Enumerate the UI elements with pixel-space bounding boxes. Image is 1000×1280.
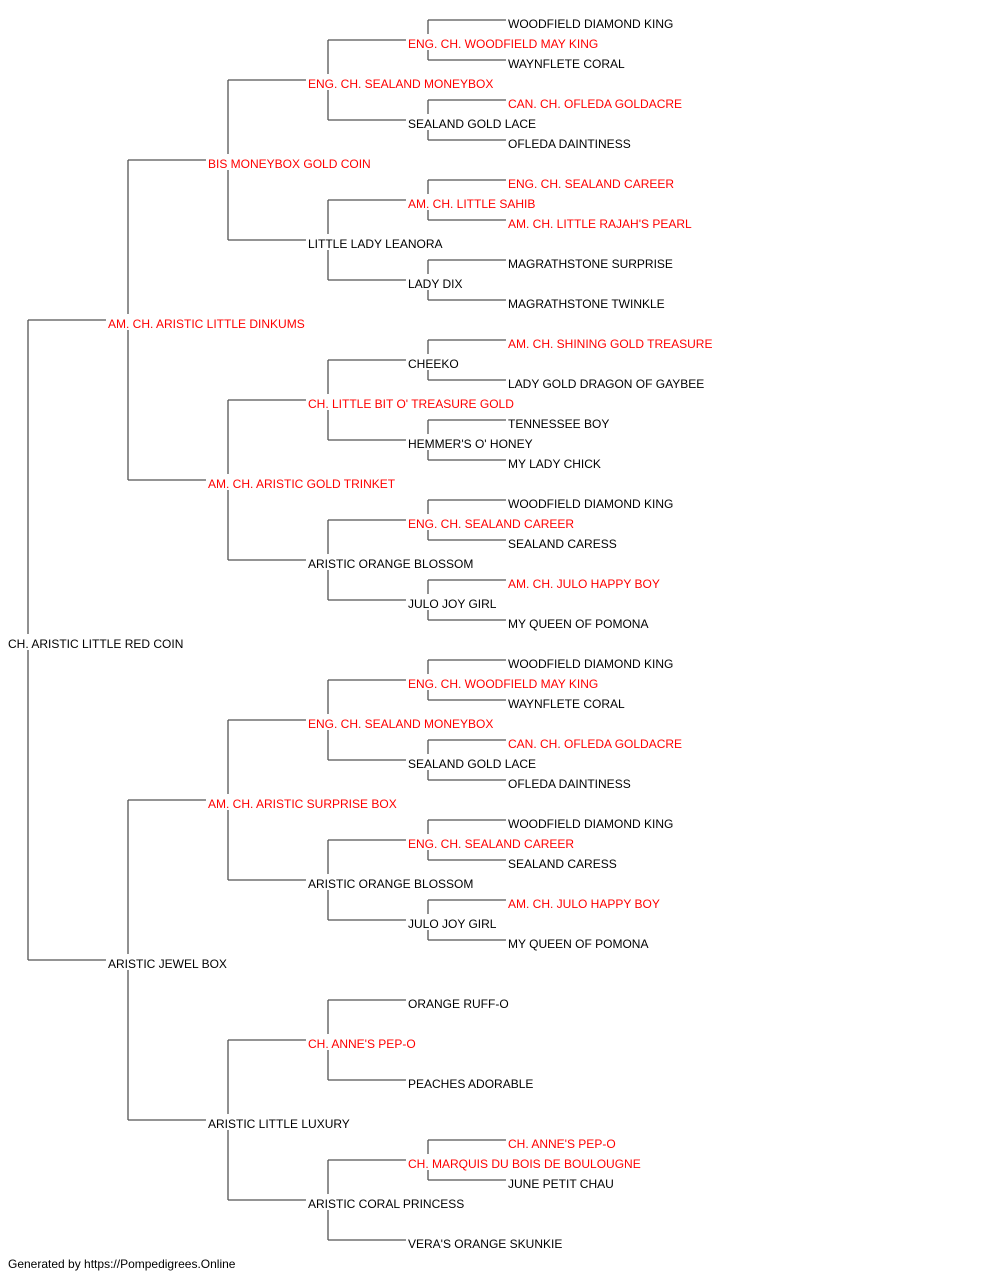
dog-name-am-ch-aristic-little-dinkums: AM. CH. ARISTIC LITTLE DINKUMS <box>108 317 305 331</box>
dog-name-aristic-orange-blossom: ARISTIC ORANGE BLOSSOM <box>308 877 473 891</box>
dog-name-my-queen-of-pomona: MY QUEEN OF POMONA <box>508 617 648 631</box>
dog-name-little-lady-leanora: LITTLE LADY LEANORA <box>308 237 443 251</box>
dog-name-waynflete-coral: WAYNFLETE CORAL <box>508 697 625 711</box>
dog-name-lady-gold-dragon-of-gaybee: LADY GOLD DRAGON OF GAYBEE <box>508 377 704 391</box>
dog-name-am-ch-shining-gold-treasure: AM. CH. SHINING GOLD TREASURE <box>508 337 712 351</box>
dog-name-am-ch-little-rajah-s-pearl: AM. CH. LITTLE RAJAH'S PEARL <box>508 217 692 231</box>
dog-name-tennessee-boy: TENNESSEE BOY <box>508 417 609 431</box>
dog-name-woodfield-diamond-king: WOODFIELD DIAMOND KING <box>508 817 673 831</box>
dog-name-eng-ch-sealand-moneybox: ENG. CH. SEALAND MONEYBOX <box>308 717 493 731</box>
dog-name-ch-anne-s-pep-o: CH. ANNE'S PEP-O <box>508 1137 616 1151</box>
dog-name-aristic-little-luxury: ARISTIC LITTLE LUXURY <box>208 1117 350 1131</box>
dog-name-woodfield-diamond-king: WOODFIELD DIAMOND KING <box>508 657 673 671</box>
dog-name-am-ch-little-sahib: AM. CH. LITTLE SAHIB <box>408 197 535 211</box>
dog-name-vera-s-orange-skunkie: VERA'S ORANGE SKUNKIE <box>408 1237 562 1251</box>
dog-name-eng-ch-woodfield-may-king: ENG. CH. WOODFIELD MAY KING <box>408 677 598 691</box>
dog-name-ch-marquis-du-bois-de-boulougne: CH. MARQUIS DU BOIS DE BOULOUGNE <box>408 1157 641 1171</box>
dog-name-eng-ch-sealand-career: ENG. CH. SEALAND CAREER <box>408 517 574 531</box>
dog-name-my-lady-chick: MY LADY CHICK <box>508 457 601 471</box>
dog-name-sealand-gold-lace: SEALAND GOLD LACE <box>408 117 536 131</box>
name-labels: CH. ARISTIC LITTLE RED COIN AM. CH. ARIST… <box>8 17 712 1251</box>
dog-name-magrathstone-surprise: MAGRATHSTONE SURPRISE <box>508 257 673 271</box>
dog-name-ch-little-bit-o-treasure-gold: CH. LITTLE BIT O' TREASURE GOLD <box>308 397 514 411</box>
dog-name-aristic-jewel-box: ARISTIC JEWEL BOX <box>108 957 227 971</box>
dog-name-julo-joy-girl: JULO JOY GIRL <box>408 917 497 931</box>
footer-credit: Generated by https://Pompedigrees.Online <box>8 1257 236 1271</box>
dog-name-lady-dix: LADY DIX <box>408 277 462 291</box>
dog-name-ofleda-daintiness: OFLEDA DAINTINESS <box>508 777 631 791</box>
dog-name-woodfield-diamond-king: WOODFIELD DIAMOND KING <box>508 497 673 511</box>
dog-name-my-queen-of-pomona: MY QUEEN OF POMONA <box>508 937 648 951</box>
dog-name-can-ch-ofleda-goldacre: CAN. CH. OFLEDA GOLDACRE <box>508 97 682 111</box>
dog-name-cheeko: CHEEKO <box>408 357 459 371</box>
dog-name-am-ch-julo-happy-boy: AM. CH. JULO HAPPY BOY <box>508 897 660 911</box>
dog-name-orange-ruff-o: ORANGE RUFF-O <box>408 997 509 1011</box>
dog-name-woodfield-diamond-king: WOODFIELD DIAMOND KING <box>508 17 673 31</box>
dog-name-waynflete-coral: WAYNFLETE CORAL <box>508 57 625 71</box>
dog-name-am-ch-aristic-gold-trinket: AM. CH. ARISTIC GOLD TRINKET <box>208 477 396 491</box>
dog-name-sealand-caress: SEALAND CARESS <box>508 857 617 871</box>
dog-name-ch-aristic-little-red-coin: CH. ARISTIC LITTLE RED COIN <box>8 637 183 651</box>
dog-name-sealand-caress: SEALAND CARESS <box>508 537 617 551</box>
dog-name-can-ch-ofleda-goldacre: CAN. CH. OFLEDA GOLDACRE <box>508 737 682 751</box>
dog-name-julo-joy-girl: JULO JOY GIRL <box>408 597 497 611</box>
connector-lines <box>27 19 506 1241</box>
dog-name-am-ch-aristic-surprise-box: AM. CH. ARISTIC SURPRISE BOX <box>208 797 397 811</box>
dog-name-sealand-gold-lace: SEALAND GOLD LACE <box>408 757 536 771</box>
dog-name-peaches-adorable: PEACHES ADORABLE <box>408 1077 533 1091</box>
dog-name-june-petit-chau: JUNE PETIT CHAU <box>508 1177 614 1191</box>
dog-name-bis-moneybox-gold-coin: BIS MONEYBOX GOLD COIN <box>208 157 371 171</box>
dog-name-ofleda-daintiness: OFLEDA DAINTINESS <box>508 137 631 151</box>
dog-name-ch-anne-s-pep-o: CH. ANNE'S PEP-O <box>308 1037 416 1051</box>
dog-name-eng-ch-woodfield-may-king: ENG. CH. WOODFIELD MAY KING <box>408 37 598 51</box>
dog-name-eng-ch-sealand-career: ENG. CH. SEALAND CAREER <box>508 177 674 191</box>
dog-name-magrathstone-twinkle: MAGRATHSTONE TWINKLE <box>508 297 665 311</box>
dog-name-aristic-coral-princess: ARISTIC CORAL PRINCESS <box>308 1197 464 1211</box>
dog-name-eng-ch-sealand-career: ENG. CH. SEALAND CAREER <box>408 837 574 851</box>
dog-name-hemmer-s-o-honey: HEMMER'S O' HONEY <box>408 437 533 451</box>
dog-name-am-ch-julo-happy-boy: AM. CH. JULO HAPPY BOY <box>508 577 660 591</box>
dog-name-aristic-orange-blossom: ARISTIC ORANGE BLOSSOM <box>308 557 473 571</box>
dog-name-eng-ch-sealand-moneybox: ENG. CH. SEALAND MONEYBOX <box>308 77 493 91</box>
